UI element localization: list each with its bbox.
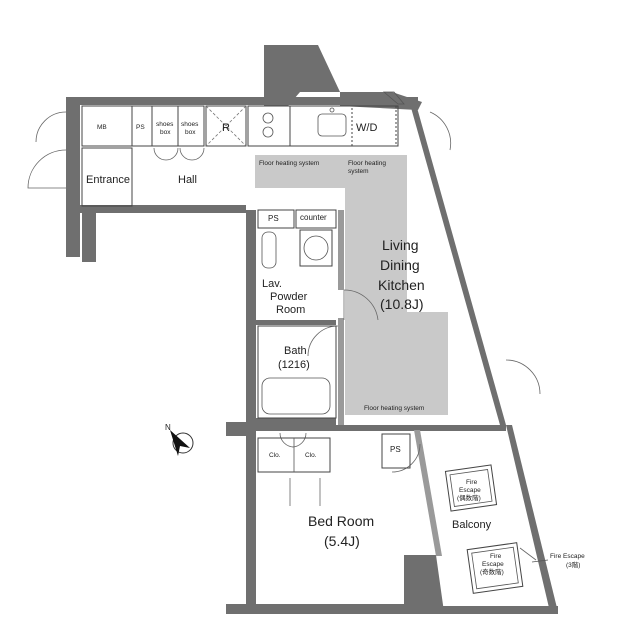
label-ldk-line2: Dining [380,257,420,273]
fixtures [257,209,411,473]
label-bath-line1: Bath [284,345,307,357]
label-lav-line1: Lav. [262,278,282,290]
label-balcony: Balcony [452,519,492,531]
label-counter: counter [300,213,327,222]
doors [27,111,541,506]
label-ps-entry: PS [136,124,145,131]
label-heating-kitchen-line1: Floor heating [348,160,386,167]
label-shoes-box-2-line1: shoes [181,121,199,128]
heating-zone-kitchen [345,155,407,312]
label-ldk-line4: (10.8J) [380,296,424,312]
label-hall: Hall [178,174,197,186]
label-washer-dryer: W/D [356,122,377,134]
fire-escape-labels: Fire Escape (偶数階) Fire Escape (奇数階) Fire… [457,479,585,576]
label-escape-1-line1: Fire [466,479,478,486]
label-escape-1-line2: Escape [459,487,481,494]
label-lav-line2: Powder [270,291,308,303]
label-closet-1: Clo. [269,452,281,459]
floor-heating-zones [255,155,448,415]
label-shoes-box-2-line2: box [185,129,196,136]
label-escape-note-line2: (3階) [566,560,580,569]
label-shoes-box-1-line1: shoes [156,121,174,128]
label-escape-note-line1: Fire Escape [550,553,585,560]
label-shoes-box-1-line2: box [160,129,171,136]
label-bedroom-line1: Bed Room [308,513,374,529]
label-escape-2-line3: (奇数階) [480,567,504,576]
label-heating-hall: Floor heating system [259,160,319,167]
label-ps-balcony: PS [390,445,401,454]
label-closet-2: Clo. [305,452,317,459]
heating-zone-hall [255,155,345,188]
label-lav-line3: Room [276,304,305,316]
label-bath-line2: (1216) [278,359,310,371]
label-refrigerator: R [222,122,230,134]
label-ldk-line3: Kitchen [378,277,425,293]
heating-labels: Floor heating system Floor heating syste… [259,160,424,412]
storage-row [81,105,399,161]
label-ps-lav: PS [268,214,279,223]
label-heating-kitchen-line2: system [348,168,369,175]
label-entrance: Entrance [86,174,130,186]
room-labels: MB PS shoes box shoes box R W/D Entrance… [86,121,492,549]
label-escape-2-line1: Fire [490,553,502,560]
fire-escape-hatches [444,464,549,594]
compass-label: N [165,423,171,432]
label-escape-1-line3: (偶数階) [457,493,481,502]
label-escape-2-line2: Escape [482,561,504,568]
label-ldk-line1: Living [382,237,419,253]
label-heating-living: Floor heating system [364,405,424,412]
north-arrow-icon: N [165,423,194,456]
label-bedroom-line2: (5.4J) [324,533,360,549]
label-mb: MB [97,124,107,131]
heating-zone-living [345,312,448,415]
